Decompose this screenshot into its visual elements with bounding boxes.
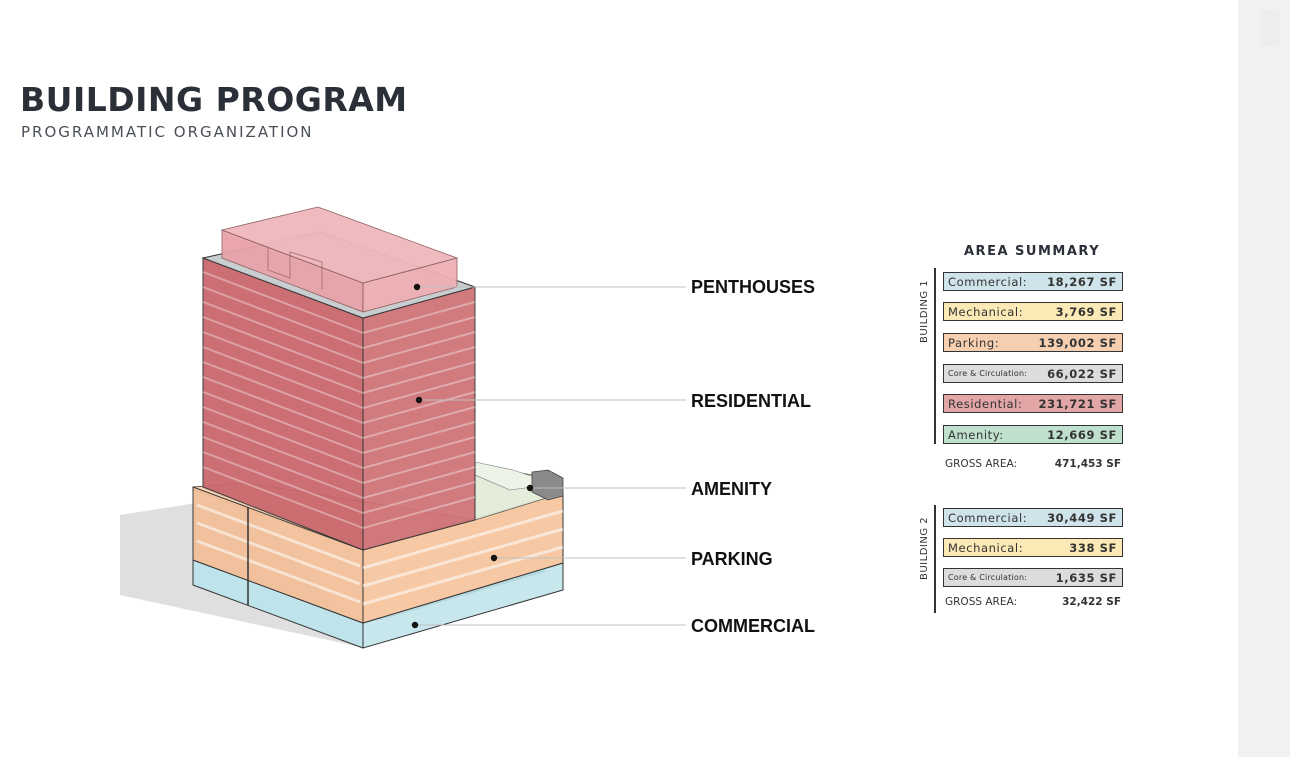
penthouse-top-face [220,206,459,284]
leader-lines [415,286,686,626]
building1-gross-area: GROSS AREA:471,453 SF [945,458,1121,470]
building1-bracket [934,268,936,444]
panel-tab[interactable] [1260,10,1280,46]
area-summary-title: AREA SUMMARY [964,244,1101,259]
page-title: BUILDING PROGRAM [20,80,408,119]
summary-row-b2-core-circulation: Core & Circulation:1,635 SF [943,568,1123,587]
summary-row-b1-core-circulation: Core & Circulation:66,022 SF [943,364,1123,383]
label-penthouses: PENTHOUSES [691,277,816,297]
penthouse-inner-outline [267,248,323,290]
summary-row-b1-mechanical: Mechanical:3,769 SF [943,302,1123,321]
summary-row-b1-commercial: Commercial:18,267 SF [943,272,1123,291]
label-parking: PARKING [691,549,773,569]
summary-row-b2-commercial: Commercial:30,449 SF [943,508,1123,527]
label-residential: RESIDENTIAL [691,391,812,411]
summary-row-b2-mechanical: Mechanical:338 SF [943,538,1123,557]
residential-floor-lines [202,271,476,529]
page-subtitle: PROGRAMMATIC ORGANIZATION [21,123,314,141]
parking-floor-lines [196,503,564,606]
building-axonometric-diagram [120,206,686,649]
building2-gross-area: GROSS AREA:32,422 SF [945,596,1121,608]
summary-row-b1-amenity: Amenity:12,669 SF [943,425,1123,444]
label-amenity: AMENITY [691,479,772,499]
right-panel-strip [1238,0,1290,757]
label-commercial: COMMERCIAL [691,616,815,636]
summary-row-b1-parking: Parking:139,002 SF [943,333,1123,352]
mechanical-box [531,469,564,501]
building2-bracket [934,505,936,613]
leader-dots [411,283,534,629]
summary-row-b1-residential: Residential:231,721 SF [943,394,1123,413]
slide: BUILDING PROGRAM PROGRAMMATIC ORGANIZATI… [20,80,1123,649]
